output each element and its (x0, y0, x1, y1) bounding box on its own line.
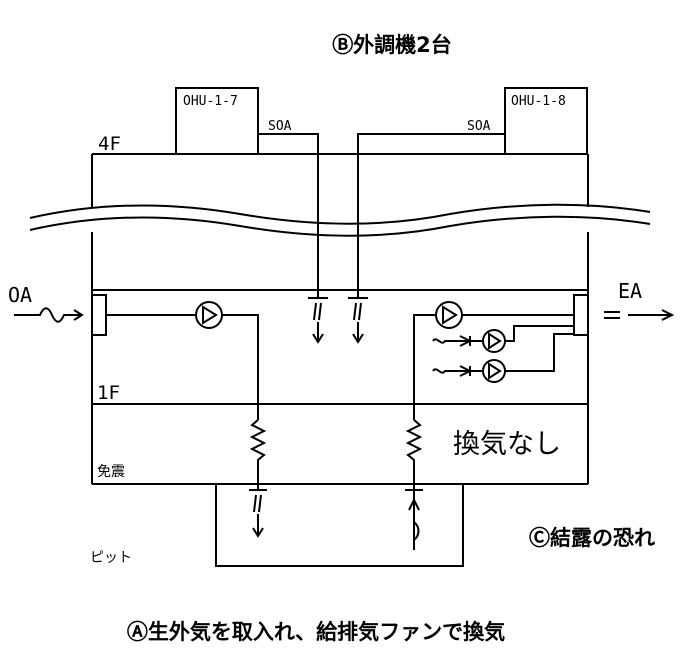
flex-joint-right (405, 419, 423, 490)
ea-label: EA (618, 279, 642, 303)
break-line-bottom (29, 215, 651, 237)
oa-label: OA (8, 283, 32, 307)
soa-right-label: SOA (467, 119, 491, 134)
airflow-arrow-left (312, 322, 324, 344)
pit-label: ピット (90, 550, 132, 566)
caption-b: Ⓑ外調機2台 (332, 33, 452, 57)
pit-exhaust-arrow (408, 497, 420, 511)
seismic-isolation-label: 免震 (97, 464, 125, 480)
soa-duct-left (258, 133, 319, 298)
floor-1f-label: 1F (97, 382, 120, 404)
exhaust-fan-main (435, 301, 463, 329)
flex-joint-left (249, 419, 267, 490)
pit-exhaust-squiggle (413, 521, 420, 541)
exhaust-louver (573, 294, 589, 336)
exhaust-branch-2 (505, 333, 574, 372)
ohu-left-label: OHU-1-7 (183, 94, 238, 109)
airflow-arrow-right (352, 322, 364, 344)
supply-fan-duct-out (222, 314, 259, 420)
soa-duct-right (357, 133, 505, 298)
break-line-top (29, 203, 651, 225)
supply-fan (195, 301, 223, 329)
ea-outflow-arrow (628, 309, 675, 321)
caption-a: Ⓐ生外気を取入れ、給排気ファンで換気 (127, 620, 505, 644)
caption-c: Ⓒ結露の恐れ (529, 526, 655, 550)
exhaust-duct-riser (413, 314, 436, 420)
no-ventilation-label: 換気なし (453, 429, 561, 460)
pit-supply-arrow (252, 514, 264, 538)
floor-4f-label: 4F (98, 133, 121, 155)
exhaust-branch-1 (505, 325, 574, 342)
room-exhaust-inlet-1 (432, 338, 470, 344)
soa-left-label: SOA (268, 119, 292, 134)
pit-outline (215, 484, 464, 567)
intake-louver (91, 294, 107, 336)
room-exhaust-inlet-2 (432, 368, 470, 374)
ohu-right-label: OHU-1-8 (511, 94, 566, 109)
oa-inflow-arrow (14, 307, 84, 323)
